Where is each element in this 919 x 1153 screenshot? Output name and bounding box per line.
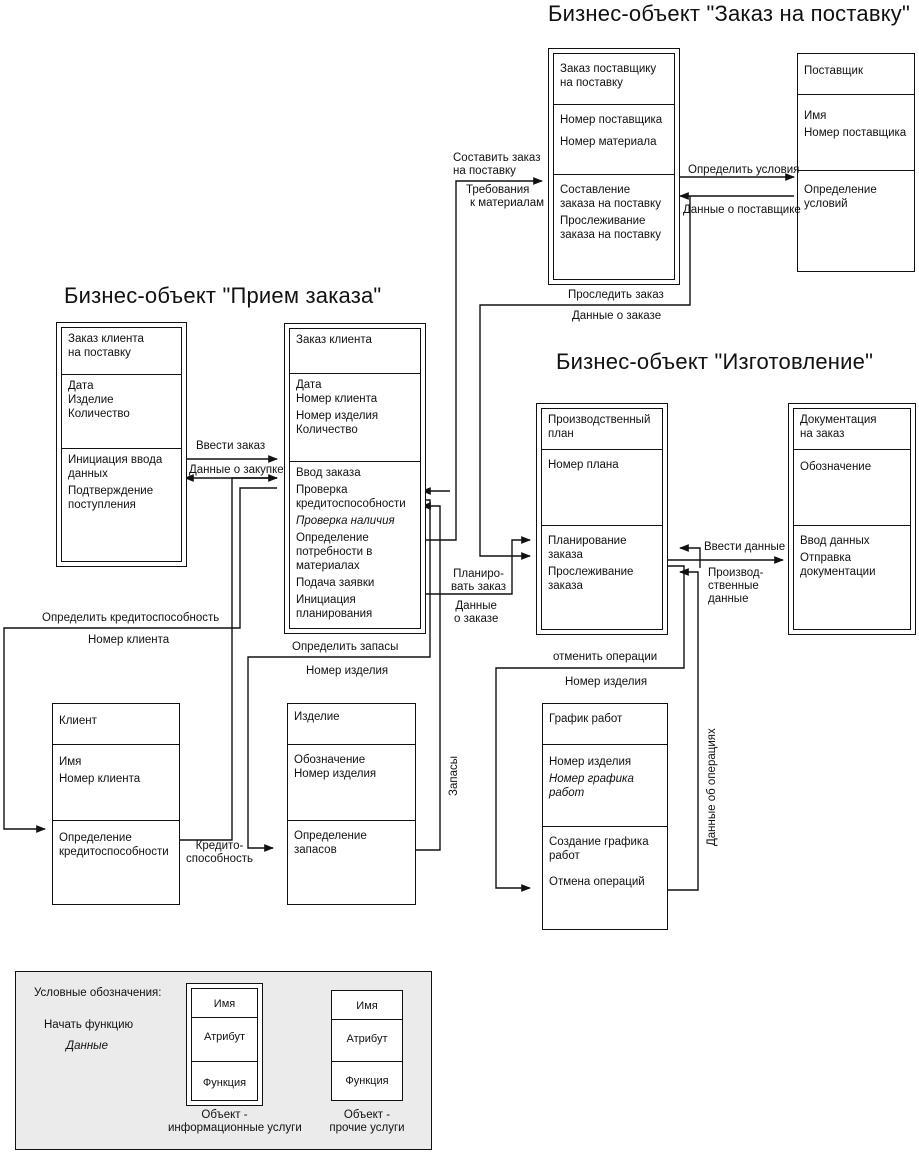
label-enter-data: Ввести данные xyxy=(704,541,786,553)
arrow-determine-credit xyxy=(3,487,277,833)
entity-name: Производственный план xyxy=(548,414,651,440)
entity-attributes: Дата Изделие Количество xyxy=(62,374,181,448)
label-enter-order: Ввести заказ xyxy=(196,440,266,452)
entity-name: Документация на заказ xyxy=(800,414,877,440)
entity-supplier-order: Заказ поставщику на поставку Номер поста… xyxy=(548,48,680,285)
label-stock: Запасы xyxy=(448,756,460,796)
entity-order-docs: Документация на заказ Обозначение Ввод д… xyxy=(788,403,916,635)
entity-name: Изделие xyxy=(294,711,340,723)
label-cancel-operations: отменить операции xyxy=(553,651,658,663)
arrow-operations-data xyxy=(668,568,699,891)
entity-name: Клиент xyxy=(59,715,97,727)
legend-other-object-caption: Объект - прочие услуги xyxy=(329,1109,405,1134)
entity-functions: Инициация ввода данных Подтверждение пос… xyxy=(62,448,181,561)
entity-attributes: Обозначение xyxy=(794,449,910,525)
entity-attributes: Номер изделия Номер графика работ xyxy=(543,744,667,826)
entity-product: Изделие Обозначение Номер изделия Опреде… xyxy=(287,703,416,905)
entity-attributes: Имя Номер поставщика xyxy=(798,94,914,170)
entity-client-supply-order: Заказ клиента на поставку Дата Изделие К… xyxy=(56,322,187,567)
legend-panel: Условные обозначения: Начать функцию Дан… xyxy=(15,971,432,1150)
label-production-data: Производ- ственные данные xyxy=(708,567,764,605)
entity-name: Заказ клиента на поставку xyxy=(68,333,144,359)
label-determine-stock: Определить запасы xyxy=(292,641,399,653)
arrow-determine-stock xyxy=(247,499,431,852)
legend-name-section: Имя xyxy=(356,1000,378,1012)
entity-supplier: Поставщик Имя Номер поставщика Определен… xyxy=(797,53,915,272)
legend-function-section: Функция xyxy=(192,1061,257,1100)
entity-attributes: Номер поставщика Номер материала xyxy=(554,104,674,174)
entity-functions: Определение условий xyxy=(798,170,914,271)
arrow-track-order xyxy=(479,196,691,560)
label-purchase-data: Данные о закупке xyxy=(189,464,284,476)
legend-data: Данные xyxy=(66,1040,109,1052)
entity-attributes: Имя Номер клиента xyxy=(53,744,179,820)
label-client-number: Номер клиента xyxy=(88,634,170,646)
entity-name: Поставщик xyxy=(804,65,863,77)
legend-attribute-section: Атрибут xyxy=(332,1019,402,1061)
label-product-number-1: Номер изделия xyxy=(306,665,389,677)
label-determine-credit: Определить кредитоспособность xyxy=(42,612,220,624)
label-order-data-1: Данные о заказе xyxy=(572,310,662,322)
label-compose-supply-order: Составить заказ на поставку xyxy=(453,152,541,177)
label-product-number-2: Номер изделия xyxy=(565,676,648,688)
entity-attributes: Дата Номер клиента Номер изделия Количес… xyxy=(290,373,420,461)
title-supply: Бизнес-объект "Заказ на поставку" xyxy=(548,1,910,26)
title-production: Бизнес-объект "Изготовление" xyxy=(556,349,874,374)
arrow-stock xyxy=(416,502,441,851)
entity-production-plan: Производственный план Номер плана Планир… xyxy=(536,403,668,635)
arrow-plan-order xyxy=(416,536,531,595)
entity-functions: Определение запасов xyxy=(288,820,415,904)
entity-attributes: Номер плана xyxy=(542,449,662,525)
arrow-compose-supply xyxy=(416,177,543,541)
entity-name: График работ xyxy=(549,713,623,725)
legend-info-object-caption: Объект - информационные услуги xyxy=(168,1109,302,1134)
entity-client-order: Заказ клиента Дата Номер клиента Номер и… xyxy=(284,323,426,634)
entity-functions: Планирование заказа Прослеживание заказа xyxy=(542,525,662,629)
entity-attributes: Обозначение Номер изделия xyxy=(288,744,415,820)
label-operations-data: Данные об операциях xyxy=(706,728,718,846)
label-creditworthiness: Кредито- способность xyxy=(186,840,253,865)
entity-functions: Ввод заказа Проверка кредитоспособности … xyxy=(290,461,420,628)
label-order-data-2: Данные о заказе xyxy=(454,600,499,625)
entity-name: Заказ клиента xyxy=(296,334,372,346)
label-supplier-data: Данные о поставщике xyxy=(683,204,801,216)
legend-start-function: Начать функцию xyxy=(44,1019,134,1031)
legend-function-section: Функция xyxy=(332,1061,402,1100)
entity-schedule: График работ Номер изделия Номер графика… xyxy=(542,703,668,930)
entity-client: Клиент Имя Номер клиента Определение кре… xyxy=(52,703,180,905)
legend-title: Условные обозначения: xyxy=(34,987,162,999)
label-define-conditions: Определить условия xyxy=(688,164,800,176)
arrow-production-data xyxy=(679,544,701,568)
label-plan-order: Планиро- вать заказ xyxy=(451,568,507,593)
legend-name-section: Имя xyxy=(213,998,236,1010)
entity-functions: Создание графика работ Отмена операций xyxy=(543,826,667,929)
entity-functions: Составление заказа на поставку Прослежив… xyxy=(554,174,674,279)
label-material-requirements: Требования к материалам xyxy=(466,184,545,209)
legend-attribute-section: Атрибут xyxy=(192,1017,257,1061)
entity-functions: Определение кредитоспособности xyxy=(53,820,179,904)
legend-other-object-box: Имя Атрибут Функция xyxy=(331,990,403,1101)
entity-functions: Ввод данных Отправка документации xyxy=(794,525,910,629)
label-track-order: Проследить заказ xyxy=(568,289,664,301)
entity-name: Заказ поставщику на поставку xyxy=(560,63,657,89)
arrow-cancel-operations xyxy=(495,565,685,892)
title-order: Бизнес-объект "Прием заказа" xyxy=(64,283,382,308)
arrow-creditworthiness xyxy=(180,474,278,841)
legend-info-object-box: Имя Атрибут Функция xyxy=(186,983,263,1106)
